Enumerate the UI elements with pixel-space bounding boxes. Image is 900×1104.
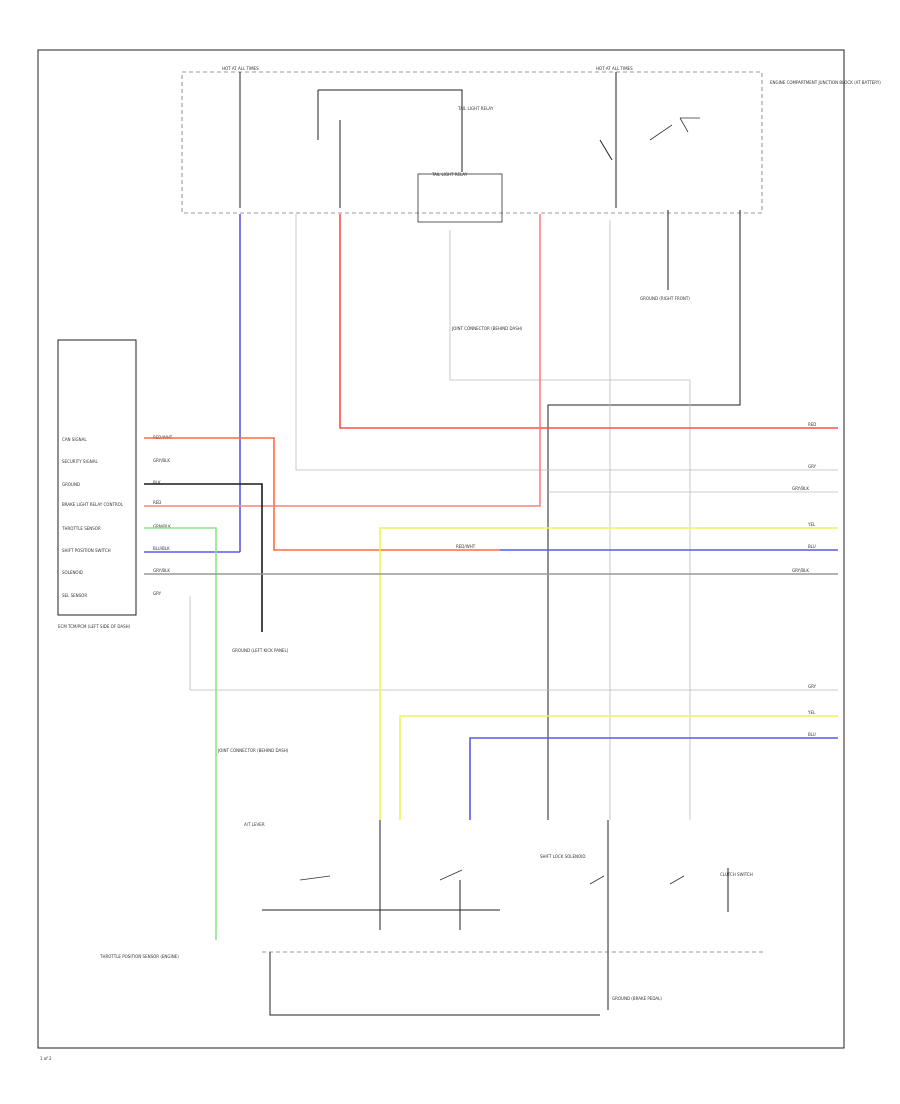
orange-wire [144, 437, 500, 551]
page-mark: 1 of 2 [40, 1056, 52, 1061]
relay-label: TAIL LIGHT RELAY [457, 106, 494, 111]
svg-text:GRY: GRY [808, 684, 817, 689]
svg-text:GRY: GRY [808, 464, 817, 469]
connector-label: JOINT CONNECTOR (BEHIND DASH) [217, 748, 289, 753]
wire-code: GRY/BLK [153, 568, 170, 573]
ecu-pin-label: GROUND [62, 482, 80, 487]
relay-label: TAIL LIGHT RELAY [431, 172, 468, 177]
junction-block-caption: ENGINE COMPARTMENT JUNCTION BLOCK (AT BA… [770, 80, 881, 85]
diagram-frame [37, 49, 845, 1049]
green-wire [144, 527, 217, 940]
svg-text:RED: RED [808, 422, 816, 427]
sensor-label: THROTTLE POSITION SENSOR (ENGINE) [99, 954, 179, 959]
yellow-wire-2 [399, 715, 838, 820]
svg-text:RED/WHT: RED/WHT [456, 544, 476, 549]
ground-label: GROUND (BRAKE PEDAL) [612, 996, 662, 1001]
ecu-pin-label: SOLENOID [62, 570, 83, 575]
svg-text:GRY/BLK: GRY/BLK [792, 568, 809, 573]
colored-wires [144, 214, 838, 940]
right-edge-tags: RED GRY GRY/BLK YEL BLU GRY/BLK GRY YEL … [456, 422, 817, 737]
switch-label: CLUTCH SWITCH [720, 872, 753, 877]
gray-wires [189, 214, 838, 820]
switch-section [262, 820, 766, 1016]
blue-wire-2 [469, 737, 838, 820]
ecu-pin-label: BRAKE LIGHT RELAY CONTROL [62, 502, 124, 507]
power-label-right: HOT AT ALL TIMES [596, 66, 633, 71]
ecu-caption: ECM TCM/PCM (LEFT SIDE OF DASH) [58, 624, 131, 629]
wire-code: BLU/BLK [153, 546, 170, 551]
svg-text:GRY/BLK: GRY/BLK [792, 486, 809, 491]
ecu-box [57, 339, 137, 616]
wire-code: GRY/BLK [153, 458, 170, 463]
wire-code: RED [153, 500, 161, 505]
svg-text:YEL: YEL [807, 710, 816, 715]
lever-label: A/T LEVER [244, 822, 265, 827]
power-label-left: HOT AT ALL TIMES [222, 66, 259, 71]
black-ground-wire [144, 483, 263, 632]
ground-label: GROUND (LEFT KICK PANEL) [232, 648, 289, 653]
wire-code: GRN/BLK [153, 524, 171, 529]
svg-text:BLU: BLU [808, 544, 816, 549]
connector-label: JOINT CONNECTOR (BEHIND DASH) [451, 326, 523, 331]
svg-text:BLU: BLU [808, 732, 816, 737]
red-wire [339, 214, 838, 429]
ecu-pin-label: SECURITY SIGNAL [62, 459, 98, 464]
ecu-pin-label: THROTTLE SENSOR [61, 526, 101, 531]
wire-code: BLK [153, 480, 161, 485]
ecu-pin-label: CAN SIGNAL [62, 437, 87, 442]
solenoid-label: SHIFT LOCK SOLENOID [540, 854, 585, 859]
wire-code: GRY [153, 591, 162, 596]
yellow-wire [379, 527, 838, 820]
junction-block-outline [181, 71, 763, 214]
junction-internal-wiring [239, 72, 741, 820]
ground-label: GROUND (RIGHT FRONT) [640, 296, 690, 301]
ecu-pin-label: SEL SENSOR [62, 593, 87, 598]
ecu-pin-label: SHIFT POSITION SWITCH [62, 548, 111, 553]
light-red-wire [144, 214, 541, 507]
svg-text:YEL: YEL [807, 522, 816, 527]
